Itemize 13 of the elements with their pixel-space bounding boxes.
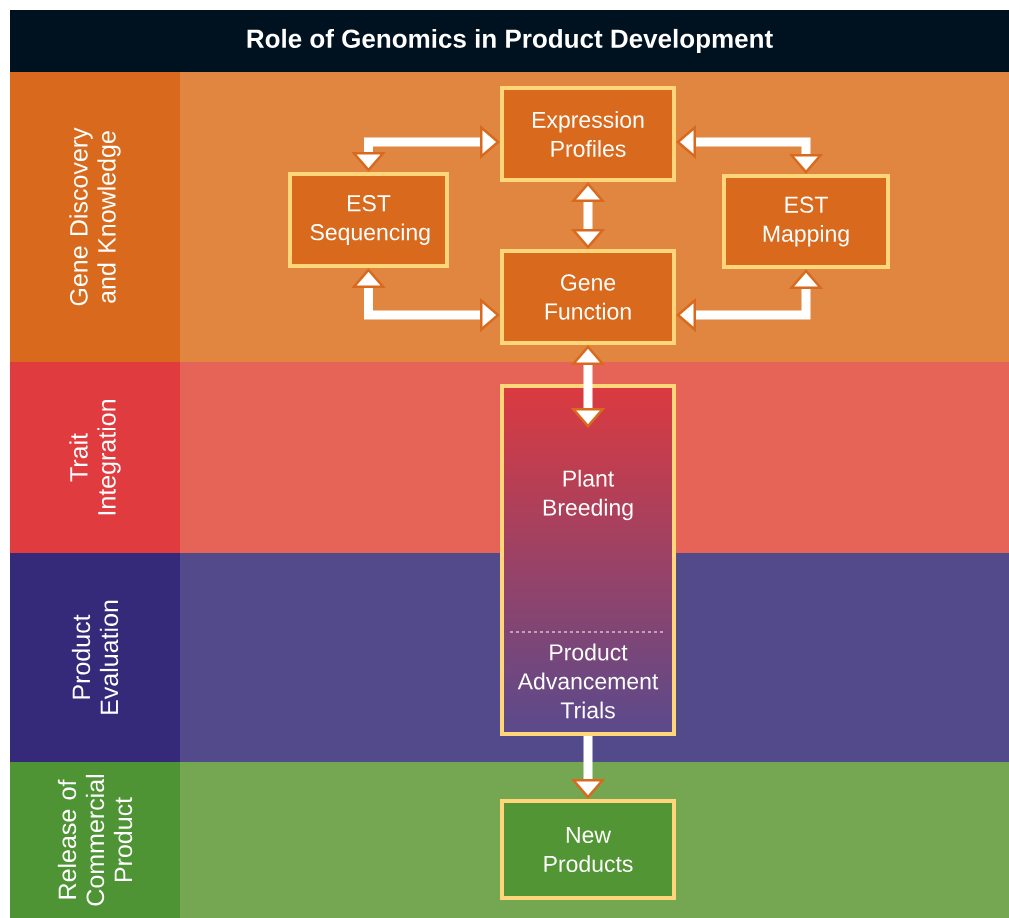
- stage-label: Product Evaluation: [10, 553, 180, 762]
- title-bar: Role of Genomics in Product Development: [10, 10, 1009, 72]
- arrow: [570, 182, 606, 249]
- stage-label: Gene Discovery and Knowledge: [10, 72, 180, 362]
- arrow: [570, 345, 606, 428]
- process-box: Plant Breeding Product Advancement Trials: [500, 384, 676, 736]
- stage-label: Release of Commercial Product: [10, 762, 180, 918]
- process-box: EST Sequencing: [288, 172, 449, 268]
- process-box: EST Mapping: [722, 174, 890, 269]
- process-box: Gene Function: [500, 249, 676, 345]
- process-box: New Products: [500, 799, 676, 900]
- stage-label: Trait Integration: [10, 362, 180, 553]
- process-box: Expression Profiles: [500, 86, 676, 182]
